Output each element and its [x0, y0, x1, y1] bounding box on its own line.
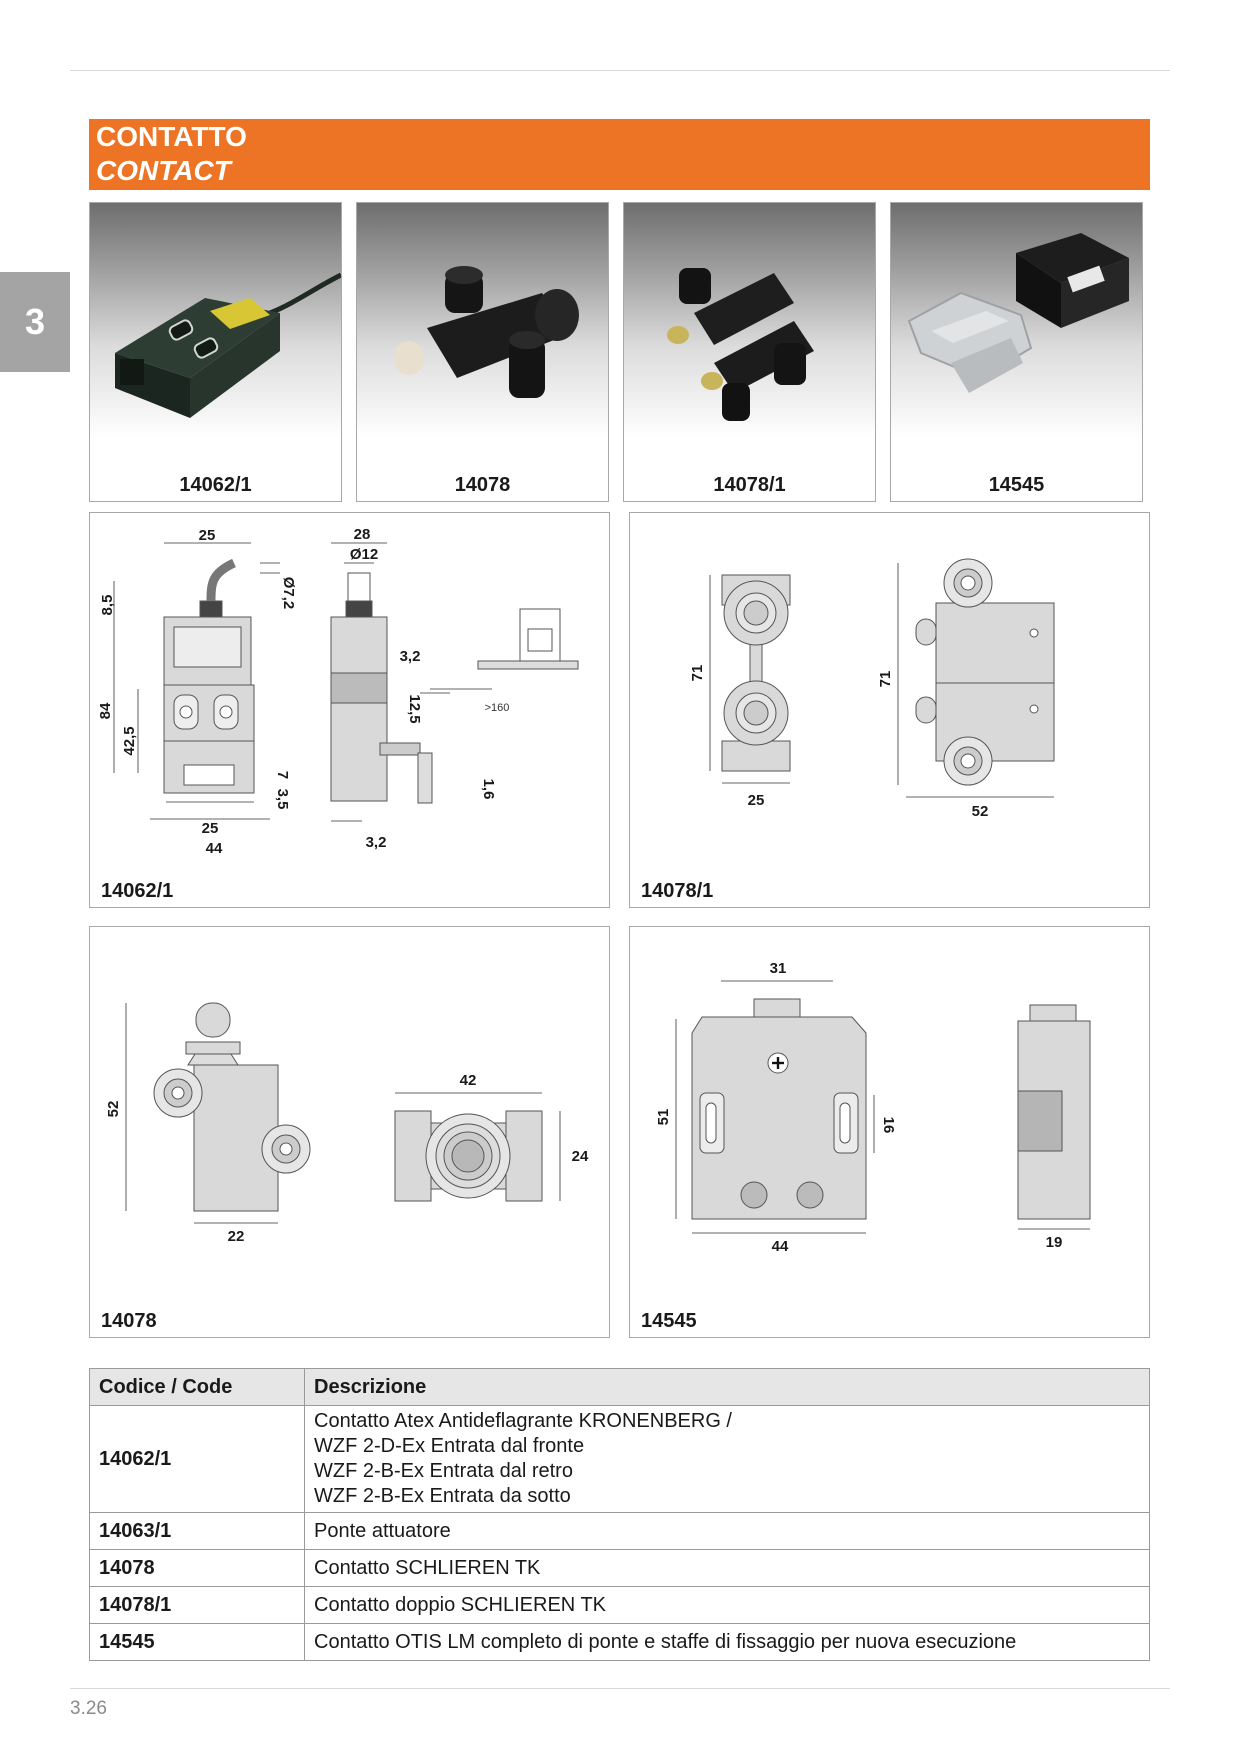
otis-contact-image: [907, 233, 1129, 393]
dim-label: 42: [460, 1072, 477, 1089]
product-photo: [624, 203, 875, 465]
dim-label: 71: [689, 665, 706, 682]
dim-label: 84: [97, 702, 114, 719]
description-line: Contatto OTIS LM completo di ponte e sta…: [314, 1630, 1017, 1653]
row-code: 14063/1: [89, 1512, 305, 1550]
section-title-bar: CONTATTO CONTACT: [89, 119, 1150, 190]
table-row: 14062/1 Contatto Atex Antideflagrante KR…: [89, 1405, 1150, 1513]
dim-label: Ø12: [350, 546, 378, 563]
drawing-panel-14545: 31 51 16 44 19 14545: [629, 926, 1150, 1338]
dim-label: 19: [1046, 1234, 1063, 1251]
dim-label: 1,6: [480, 779, 497, 800]
table-header-row: Codice / Code Descrizione: [89, 1368, 1150, 1406]
row-code: 14078: [89, 1549, 305, 1587]
row-code: 14545: [89, 1623, 305, 1661]
dim-label: 3,2: [366, 834, 387, 851]
photo-card-14545: 14545: [890, 202, 1143, 502]
dim-label: 52: [105, 1101, 122, 1118]
product-photo: [90, 203, 341, 465]
drawing-panel-14062-1: 25 8,5 Ø7,2 84 42,5 7 3,5 25 44 28 Ø12 3…: [89, 512, 610, 908]
header-description: Descrizione: [304, 1368, 1150, 1406]
row-description: Ponte attuatore: [304, 1512, 1150, 1550]
dim-label: 24: [572, 1148, 589, 1165]
drawing-code: 14062/1: [101, 880, 174, 902]
description-line: WZF 2-B-Ex Entrata da sotto: [314, 1485, 571, 1507]
dim-label: 16: [880, 1117, 897, 1134]
description-line: Ponte attuatore: [314, 1519, 451, 1542]
description-line: Contatto SCHLIEREN TK: [314, 1556, 541, 1579]
row-code: 14078/1: [89, 1586, 305, 1624]
chapter-tab: 3: [0, 272, 70, 372]
dim-label: 42,5: [121, 726, 138, 755]
dim-label: 12,5: [406, 694, 423, 723]
row-description: Contatto doppio SCHLIEREN TK: [304, 1586, 1150, 1624]
row-description: Contatto OTIS LM completo di ponte e sta…: [304, 1623, 1150, 1661]
dim-label: 3,2: [400, 648, 421, 665]
technical-drawing: 71 25 71 52: [689, 558, 1055, 820]
technical-drawing: 25 8,5 Ø7,2 84 42,5 7 3,5 25 44 28 Ø12 3…: [97, 526, 579, 857]
drawing-code: 14078/1: [641, 880, 714, 902]
title-sub: CONTACT: [96, 155, 231, 186]
dim-label: 44: [772, 1238, 789, 1255]
dim-label: 25: [202, 820, 219, 837]
photo-card-14078-1: 14078/1: [623, 202, 876, 502]
dim-label: 25: [199, 527, 216, 544]
row-code: 14062/1: [89, 1405, 305, 1513]
table-row: 14078/1 Contatto doppio SCHLIEREN TK: [89, 1586, 1150, 1624]
description-line: Contatto Atex Antideflagrante KRONENBERG…: [314, 1410, 732, 1432]
kronenberg-switch-image: [115, 272, 341, 418]
table-row: 14063/1 Ponte attuatore: [89, 1512, 1150, 1550]
drawing-panel-14078-1: 71 25 71 52 14078/1: [629, 512, 1150, 908]
double-schlieren-switch-image: [667, 268, 814, 421]
header-code: Codice / Code: [89, 1368, 305, 1406]
dim-label: 7: [274, 771, 291, 779]
row-description: Contatto SCHLIEREN TK: [304, 1549, 1150, 1587]
photo-code: 14078/1: [713, 474, 786, 496]
dim-label: 71: [877, 671, 894, 688]
dim-label: 22: [228, 1228, 245, 1245]
chapter-number: 3: [24, 301, 46, 342]
top-divider: [70, 70, 1170, 71]
dim-label: 8,5: [99, 595, 116, 616]
table-row: 14545 Contatto OTIS LM completo di ponte…: [89, 1623, 1150, 1661]
dim-label: 3,5: [274, 789, 291, 810]
dim-label: 44: [206, 840, 223, 857]
photo-code: 14545: [988, 474, 1045, 496]
dim-label: 25: [748, 792, 765, 809]
technical-drawing: 31 51 16 44 19: [655, 960, 1091, 1255]
drawing-code: 14545: [641, 1310, 697, 1332]
photo-card-14062-1: 14062/1: [89, 202, 342, 502]
dim-label: >160: [485, 702, 510, 714]
dim-label: 51: [655, 1109, 672, 1126]
dim-label: 52: [972, 803, 989, 820]
description-line: Contatto doppio SCHLIEREN TK: [314, 1593, 607, 1616]
dim-label: 28: [354, 526, 371, 543]
product-table: Codice / Code Descrizione 14062/1 Contat…: [89, 1368, 1150, 1661]
title-main: CONTATTO: [96, 121, 247, 152]
row-description: Contatto Atex Antideflagrante KRONENBERG…: [304, 1405, 1150, 1513]
schlieren-switch-image: [394, 266, 579, 398]
product-photo: [357, 203, 608, 465]
drawing-code: 14078: [101, 1310, 157, 1332]
technical-drawing: 52 22 42 24: [105, 1002, 589, 1245]
bottom-divider: [70, 1688, 1170, 1689]
product-photo: [891, 203, 1142, 465]
dim-label: 31: [770, 960, 787, 977]
dim-label: Ø7,2: [280, 577, 297, 610]
drawing-panel-14078: 52 22 42 24 14078: [89, 926, 610, 1338]
photo-code: 14062/1: [179, 474, 252, 496]
description-line: WZF 2-B-Ex Entrata dal retro: [314, 1460, 573, 1482]
photo-card-14078: 14078: [356, 202, 609, 502]
page-number: 3.26: [70, 1698, 107, 1719]
photo-code: 14078: [454, 474, 511, 496]
table-row: 14078 Contatto SCHLIEREN TK: [89, 1549, 1150, 1587]
description-line: WZF 2-D-Ex Entrata dal fronte: [314, 1435, 585, 1457]
